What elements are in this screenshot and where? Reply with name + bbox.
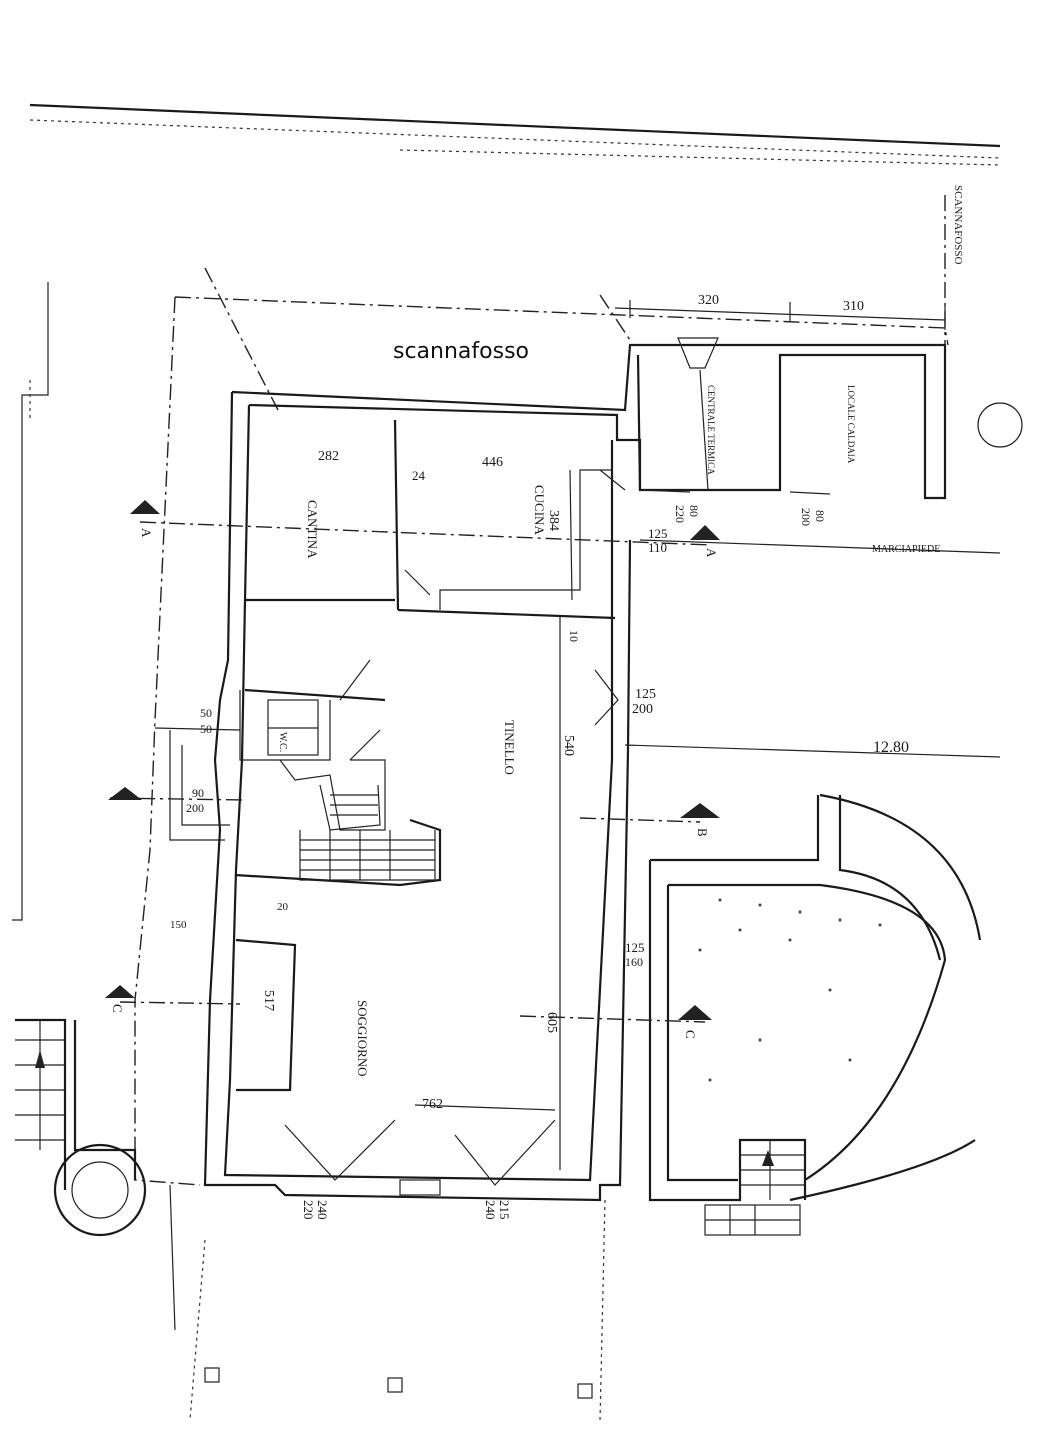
dim-door-80-b: 80 xyxy=(813,510,827,522)
section-c-left-arrow xyxy=(105,985,135,998)
dim-side-150: 150 xyxy=(170,919,187,931)
dimension-lines xyxy=(154,300,1001,1421)
garden-texture xyxy=(698,898,882,1082)
label-marciapiede: MARCIAPIEDE xyxy=(872,544,940,555)
section-markers xyxy=(105,337,1023,1023)
dim-bottom-240: 240 xyxy=(315,1200,330,1220)
dim-door-200-b: 200 xyxy=(799,508,813,526)
dim-opening-110: 110 xyxy=(648,540,667,555)
section-label-a-right: A xyxy=(704,548,719,558)
dim-side-200: 200 xyxy=(186,801,204,815)
dim-top-1: 320 xyxy=(698,293,719,308)
room-soggiorno: SOGGIORNO xyxy=(355,1000,370,1077)
section-label-b: B xyxy=(695,828,710,837)
dim-terrace-1280: 12.80 xyxy=(873,739,909,756)
dim-cantina-area: 282 xyxy=(318,449,339,464)
section-a-left-arrow xyxy=(130,500,160,514)
room-locale-caldaia: LOCALE CALDAIA xyxy=(846,385,856,464)
dim-bottom-215: 215 xyxy=(497,1200,512,1220)
dim-door-80-a: 80 xyxy=(687,505,701,517)
dim-bottom-220: 220 xyxy=(301,1200,316,1220)
dim-cucina-area: 446 xyxy=(482,455,503,470)
section-b-left-arrow xyxy=(108,787,142,800)
dim-side-50-b: 50 xyxy=(200,722,212,736)
dim-side-20: 20 xyxy=(277,901,289,913)
dim-tinello-540: 540 xyxy=(561,735,576,756)
dim-cucina-384: 384 xyxy=(546,510,561,531)
property-boundary-lines xyxy=(12,103,1001,921)
section-a-right-arrow xyxy=(690,525,720,540)
dim-wall-24: 24 xyxy=(412,468,426,483)
section-c-right-arrow xyxy=(678,1005,712,1020)
side-label-scannafosso: SCANNAFOSSO xyxy=(952,185,964,265)
dim-top-2: 310 xyxy=(843,299,864,314)
fixtures xyxy=(267,699,441,1196)
dim-opening-200: 200 xyxy=(632,702,653,717)
west-stairs xyxy=(15,1018,147,1237)
dim-tinello-10: 10 xyxy=(567,630,581,642)
terrace xyxy=(648,793,982,1236)
section-label-c-right: C xyxy=(683,1030,698,1039)
dim-opening-125-b: 125 xyxy=(635,687,656,702)
dim-opening-160: 160 xyxy=(625,955,643,969)
dim-door-220-a: 220 xyxy=(673,505,687,523)
dim-soggiorno-605: 605 xyxy=(544,1012,559,1033)
section-label-a-left: A xyxy=(139,528,154,538)
room-wc: W.C. xyxy=(277,732,288,752)
room-tinello: TINELLO xyxy=(502,720,517,775)
dim-soggiorno-517: 517 xyxy=(261,990,276,1011)
dim-side-90: 90 xyxy=(192,786,204,800)
door-swings xyxy=(284,469,626,1186)
dim-soggiorno-762: 762 xyxy=(422,1097,443,1112)
dim-side-50-a: 50 xyxy=(200,706,212,720)
section-label-c-left: C xyxy=(110,1004,125,1013)
room-cucina: CUCINA xyxy=(532,485,547,535)
room-centrale-termica: CENTRALE TERMICA xyxy=(706,385,716,475)
dim-opening-125-c: 125 xyxy=(625,940,645,955)
plan-title: scannafosso xyxy=(393,339,529,364)
room-cantina: CANTINA xyxy=(305,500,320,559)
dim-bottom-240b: 240 xyxy=(483,1200,498,1220)
section-b-right-arrow xyxy=(680,803,720,818)
building-walls xyxy=(203,343,947,1202)
dim-opening-125-a: 125 xyxy=(648,526,668,541)
